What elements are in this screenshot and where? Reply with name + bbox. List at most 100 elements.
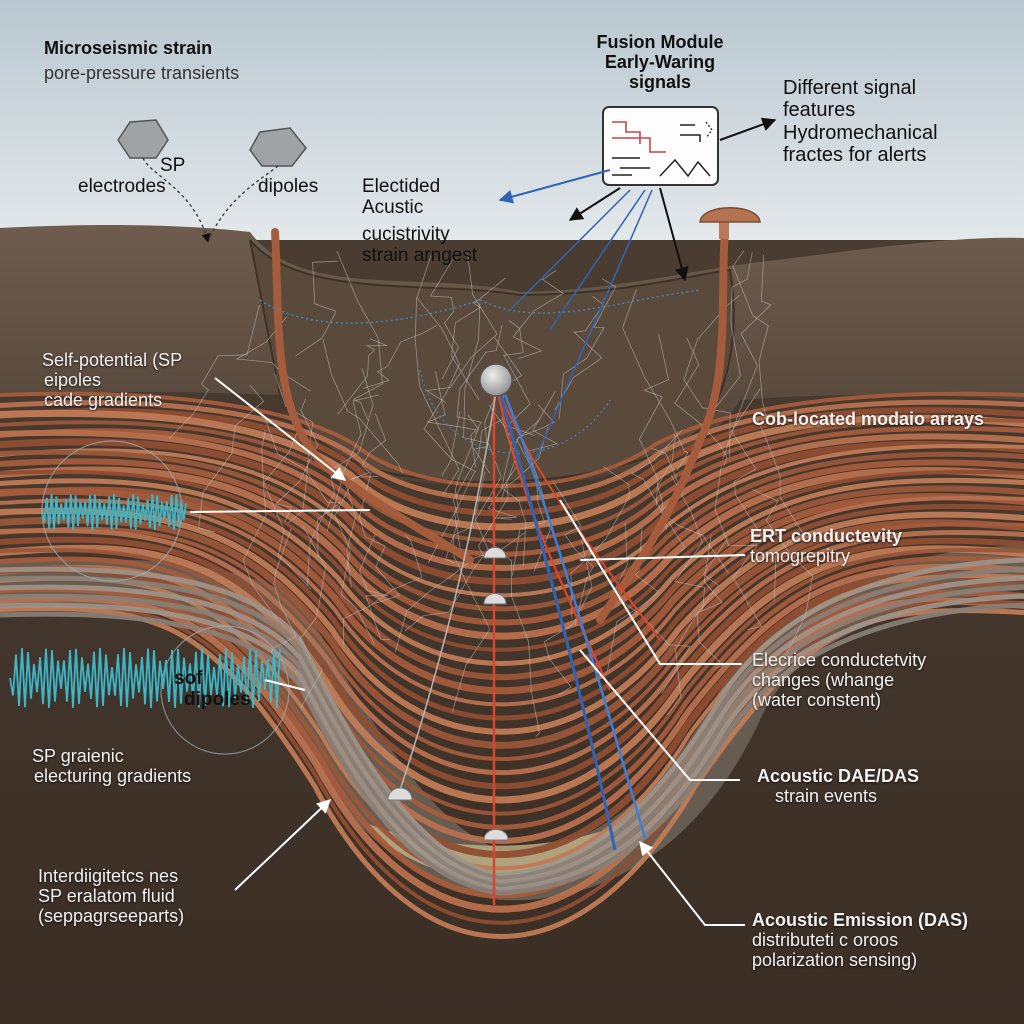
label-ert-block: ERT conductevity tomogrepitry bbox=[750, 526, 902, 566]
label-right-top-line-2: features bbox=[783, 99, 856, 122]
dotted-field-line-3 bbox=[419, 369, 611, 454]
root-bundle bbox=[0, 391, 1024, 939]
label-pore-pressure: pore-pressure transients bbox=[44, 63, 240, 83]
fine-fiber bbox=[544, 540, 593, 696]
label-mid-line-4: strain arngest bbox=[362, 244, 478, 266]
fine-fiber bbox=[722, 254, 772, 460]
fine-fiber bbox=[425, 253, 498, 404]
fine-fiber bbox=[463, 302, 502, 522]
fine-fiber bbox=[358, 471, 401, 604]
fusion-line-blue-1 bbox=[509, 189, 631, 311]
fine-fiber bbox=[554, 295, 604, 411]
root-strand bbox=[0, 536, 1024, 790]
fine-fiber bbox=[359, 534, 391, 641]
fine-fiber bbox=[696, 537, 729, 670]
blue-cable-2 bbox=[503, 394, 647, 839]
fine-fiber bbox=[299, 526, 327, 708]
label-electric-line-1: Elecrice conductetvity bbox=[752, 650, 927, 670]
root-strand bbox=[0, 487, 1024, 695]
label-acoustic-emission-line-3: polarization sensing) bbox=[752, 950, 918, 971]
label-mid-line-1: Electided bbox=[362, 176, 441, 197]
label-interdig-line-1: Interdiigitetcs nes bbox=[38, 866, 179, 886]
label-self-potential-block: Self-potential (SP eipoles cade gradient… bbox=[42, 350, 182, 410]
grey-root-strand bbox=[0, 566, 1024, 882]
label-self-potential-line-2: eipoles bbox=[44, 370, 102, 391]
fine-root-fibers bbox=[168, 250, 814, 737]
electrode-link-2 bbox=[207, 165, 279, 243]
grey-cable-1 bbox=[399, 391, 497, 791]
root-strand bbox=[0, 477, 1024, 666]
fine-fiber bbox=[714, 466, 763, 630]
dotted-field-line-1 bbox=[259, 299, 481, 324]
sp-electrode-icon bbox=[117, 119, 169, 159]
sensor-nodes bbox=[387, 547, 509, 841]
grey-root-strand bbox=[0, 584, 1024, 889]
label-right-top-line-1: Different signal bbox=[783, 77, 917, 99]
fine-fiber bbox=[755, 416, 804, 602]
fine-fiber bbox=[426, 371, 477, 468]
callout-interdig bbox=[234, 799, 332, 891]
fine-fiber bbox=[570, 466, 631, 619]
fine-fiber bbox=[631, 429, 686, 552]
label-acoustic-emission-line-1: Acoustic Emission (DAS) bbox=[752, 910, 969, 930]
fine-fiber bbox=[715, 252, 753, 408]
root-strand bbox=[0, 516, 1024, 749]
right-probe-root bbox=[596, 224, 729, 624]
arrow-fusion-down-1 bbox=[568, 187, 621, 221]
sensor-node-2 bbox=[483, 593, 507, 605]
root-strand bbox=[0, 449, 1024, 612]
fine-fiber bbox=[622, 289, 689, 471]
fine-fiber bbox=[264, 418, 341, 558]
fine-fiber bbox=[683, 294, 740, 458]
grey-root-strand bbox=[0, 575, 1024, 885]
label-ert-line-1: ERT conductevity bbox=[750, 526, 903, 546]
fine-fiber bbox=[730, 388, 767, 543]
fine-fiber bbox=[428, 414, 479, 563]
label-right-top-line-4: fractes for alerts bbox=[783, 144, 927, 167]
fine-fiber bbox=[242, 430, 278, 620]
electrode-link-1 bbox=[142, 157, 211, 243]
fine-fiber bbox=[732, 250, 769, 417]
fine-fiber bbox=[275, 398, 319, 522]
sensor-node-3 bbox=[387, 787, 413, 801]
fine-fiber bbox=[651, 447, 729, 574]
label-sp: SP bbox=[160, 155, 186, 176]
fine-fiber bbox=[429, 259, 459, 380]
callout-acoustic-emission bbox=[639, 840, 745, 926]
fine-fiber bbox=[512, 270, 564, 360]
fine-fiber bbox=[322, 339, 403, 474]
fine-fiber bbox=[666, 534, 723, 716]
label-interdig-block: Interdiigitetcs nes SP eralatom fluid (s… bbox=[38, 866, 184, 926]
label-acoustic-dae-line-1: Acoustic DAE/DAS bbox=[757, 766, 920, 786]
label-fusion-line-3: signals bbox=[628, 72, 692, 93]
label-sp-gradient-line-1: SP graienic bbox=[32, 746, 124, 766]
callout-acoustic-dae bbox=[579, 649, 740, 781]
fine-fiber bbox=[263, 426, 312, 590]
label-acoustic-dae-block: Acoustic DAE/DAS strain events bbox=[757, 766, 919, 806]
label-self-potential-line-1: Self-potential (SP bbox=[42, 350, 183, 370]
label-sof-dipoles-block: sof dipoles bbox=[172, 668, 251, 711]
root-strand bbox=[0, 521, 1024, 761]
fusion-module-icon bbox=[602, 106, 719, 186]
root-strand bbox=[0, 527, 1024, 775]
label-acoustic-dae-line-2: strain events bbox=[775, 786, 878, 807]
dipole-electrode-icon bbox=[249, 127, 307, 167]
root-strand bbox=[0, 407, 1024, 517]
callout-self-potential bbox=[214, 377, 347, 481]
label-electric-block: Elecrice conductetvity changes (whange (… bbox=[752, 650, 926, 710]
sensor-node-4 bbox=[483, 829, 509, 841]
central-sensor-icon bbox=[479, 363, 513, 397]
label-colocated: Cob-located modaio arrays bbox=[752, 409, 985, 429]
fine-fiber bbox=[558, 278, 617, 420]
root-strand bbox=[0, 466, 1024, 640]
fine-fiber bbox=[295, 260, 338, 357]
fine-fiber bbox=[363, 324, 438, 389]
root-strand bbox=[0, 399, 1024, 503]
fine-fiber bbox=[414, 255, 460, 495]
label-sp-gradient-line-2: electuring gradients bbox=[34, 766, 192, 787]
label-fusion-block: Fusion Module Early-Waring signals bbox=[580, 32, 740, 92]
root-strand bbox=[0, 391, 1024, 488]
label-mid-block: Electided Acustic cucistrivity strain ar… bbox=[362, 176, 477, 266]
callout-sof-dipoles bbox=[264, 679, 306, 691]
label-ert-line-2: tomogrepitry bbox=[750, 546, 851, 567]
